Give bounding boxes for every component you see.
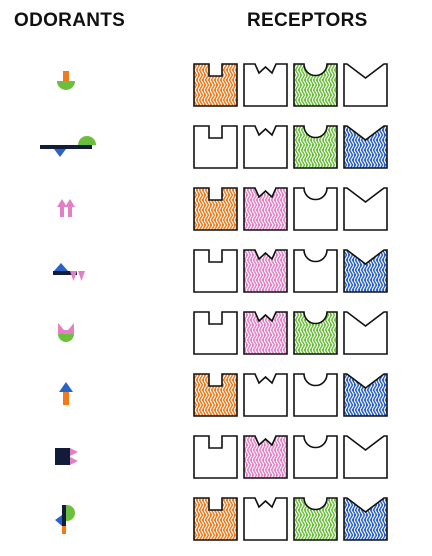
- receptor-v-notch-blue: [344, 250, 387, 292]
- receptor-round-notch-green: [294, 498, 337, 540]
- receptor-round-notch-green: [294, 64, 337, 106]
- receptor-square-notch-orange: [194, 498, 237, 540]
- receptor-square-notch-white: [194, 250, 237, 292]
- receptor-w-notch-pink: [244, 188, 287, 230]
- receptor-v-notch-white: [344, 64, 387, 106]
- receptor-square-notch-white: [194, 436, 237, 478]
- receptor-w-notch-white: [244, 126, 287, 168]
- receptor-square-notch-white: [194, 312, 237, 354]
- receptor-w-notch-pink: [244, 436, 287, 478]
- odorant-triangle-bar-pink-tris: [53, 263, 85, 281]
- receptor-v-notch-blue: [344, 126, 387, 168]
- receptor-square-notch-orange: [194, 64, 237, 106]
- receptor-v-notch-white: [344, 436, 387, 478]
- receptor-square-notch-white: [194, 126, 237, 168]
- receptor-w-notch-pink: [244, 250, 287, 292]
- receptor-round-notch-white: [294, 250, 337, 292]
- odorant-bar-triangle-semicircle: [40, 136, 96, 157]
- receptor-v-notch-white: [344, 188, 387, 230]
- receptor-w-notch-white: [244, 64, 287, 106]
- receptor-round-notch-white: [294, 374, 337, 416]
- receptor-round-notch-white: [294, 188, 337, 230]
- receptor-round-notch-green: [294, 126, 337, 168]
- odorant-pink-cup-green-base: [58, 323, 74, 342]
- odorant-pink-twin-arrows: [57, 199, 75, 217]
- receptor-v-notch-blue: [344, 498, 387, 540]
- receptor-square-notch-orange: [194, 374, 237, 416]
- receptor-square-notch-orange: [194, 188, 237, 230]
- odorant-dark-square-pink-tris: [55, 448, 78, 465]
- receptor-w-notch-white: [244, 374, 287, 416]
- odorant-blue-arrow-orange-stem: [59, 382, 73, 405]
- receptor-round-notch-white: [294, 436, 337, 478]
- receptor-v-notch-blue: [344, 374, 387, 416]
- receptor-round-notch-green: [294, 312, 337, 354]
- receptor-v-notch-white: [344, 312, 387, 354]
- odorant-green-p-shape: [55, 505, 75, 534]
- receptor-w-notch-pink: [244, 312, 287, 354]
- receptor-w-notch-white: [244, 498, 287, 540]
- odorant-mushroom-shape: [57, 71, 75, 90]
